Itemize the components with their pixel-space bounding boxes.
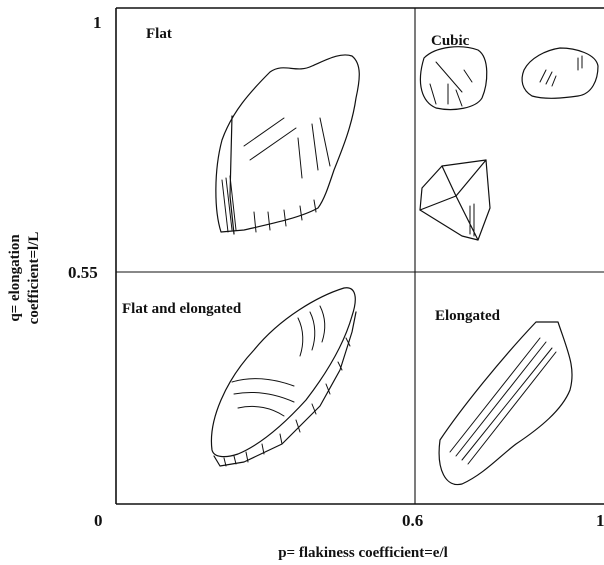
region-label-elongated: Elongated xyxy=(435,308,501,324)
y-tick-0-55: 0.55 xyxy=(68,263,98,282)
y-axis-title-line1: q= elongation xyxy=(7,234,23,322)
plot-frame xyxy=(116,8,604,504)
elongated-particle-sketch xyxy=(439,322,572,485)
y-tick-0: 0 xyxy=(94,511,103,530)
cubic-particle-angular-sketch xyxy=(420,160,490,240)
y-axis-title-line2: coefficient=l/L xyxy=(26,232,42,325)
x-axis-title: p= flakiness coefficient=e/l xyxy=(278,545,448,561)
y-tick-1: 1 xyxy=(93,13,102,32)
cubic-particle-irregular-sketch xyxy=(522,48,598,98)
region-label-flat: Flat xyxy=(146,26,172,42)
region-label-flat-and-elongated: Flat and elongated xyxy=(122,301,242,317)
cubic-particle-rounded-sketch xyxy=(420,47,486,110)
flat-particle-sketch xyxy=(216,55,359,234)
x-tick-0-6: 0.6 xyxy=(402,511,423,530)
x-tick-1: 1 xyxy=(596,511,604,530)
